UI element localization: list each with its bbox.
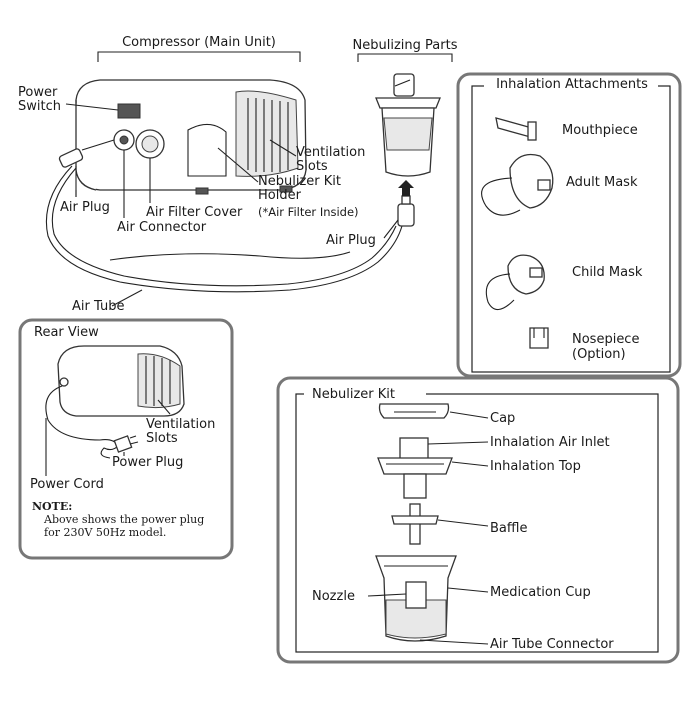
nebulizer-kit-title: Nebulizer Kit bbox=[312, 387, 395, 402]
rear-view-title: Rear View bbox=[34, 325, 99, 340]
inhalation-top-leader bbox=[451, 461, 489, 467]
compressor-main-unit bbox=[75, 79, 307, 195]
kit-holder-label-1: Nebulizer Kit bbox=[258, 174, 341, 189]
child-mask-label: Child Mask bbox=[572, 265, 643, 280]
medication-cup-leader bbox=[447, 587, 489, 593]
power-cord bbox=[45, 385, 101, 441]
air-plug-right-leader bbox=[383, 219, 399, 239]
nozzle-label: Nozzle bbox=[312, 589, 355, 604]
mouthpiece-label: Mouthpiece bbox=[562, 123, 638, 138]
child-mask-illustration bbox=[485, 254, 545, 311]
compressor-group: Compressor (Main Unit) Power Switch Air … bbox=[18, 35, 415, 314]
inhalation-attachments-panel: Inhalation Attachments Mouthpiece Adult … bbox=[456, 72, 682, 378]
inhalation-air-inlet-label: Inhalation Air Inlet bbox=[490, 435, 610, 450]
ventilation-label-1: Ventilation bbox=[296, 145, 365, 160]
air-plug-left-label: Air Plug bbox=[60, 200, 110, 215]
air-tube-label: Air Tube bbox=[72, 299, 124, 314]
baffle-leader bbox=[437, 519, 489, 527]
note-line-1: Above shows the power plug bbox=[43, 513, 204, 526]
kit-holder-leader bbox=[217, 147, 259, 183]
inhalation-top-illustration bbox=[377, 437, 453, 499]
nebulizing-parts-group: Nebulizing Parts bbox=[353, 38, 458, 196]
adult-mask-illustration bbox=[481, 153, 554, 216]
compressor-bracket bbox=[97, 51, 301, 62]
rear-unit-illustration bbox=[57, 345, 185, 417]
medication-cup-illustration bbox=[375, 555, 457, 642]
nozzle-leader bbox=[367, 593, 407, 597]
air-tube bbox=[45, 165, 403, 293]
compressor-label: Compressor (Main Unit) bbox=[122, 35, 276, 50]
air-tube-connector-leader bbox=[419, 639, 489, 645]
air-plug-right bbox=[397, 195, 415, 227]
note-heading: NOTE: bbox=[32, 500, 72, 513]
air-plug-left bbox=[58, 139, 115, 168]
air-plug-right-label: Air Plug bbox=[326, 233, 376, 248]
adult-mask-label: Adult Mask bbox=[566, 175, 638, 190]
kit-holder-label-2: Holder bbox=[258, 188, 302, 203]
air-filter-note: (*Air Filter Inside) bbox=[258, 205, 359, 219]
nosepiece-illustration bbox=[529, 327, 549, 349]
ventilation-panel bbox=[235, 90, 299, 177]
power-plug-illustration bbox=[113, 435, 139, 453]
air-connector-label: Air Connector bbox=[117, 220, 207, 235]
cap-illustration bbox=[378, 403, 450, 419]
rear-ventilation-label-2: Slots bbox=[146, 431, 178, 446]
mouthpiece-illustration bbox=[495, 117, 537, 141]
air-filter-cover-label: Air Filter Cover bbox=[146, 205, 243, 220]
ventilation-leader bbox=[269, 139, 297, 157]
baffle-label: Baffle bbox=[490, 521, 527, 536]
nebulizer-kit-holder bbox=[187, 123, 227, 177]
power-cord-label: Power Cord bbox=[30, 477, 104, 492]
air-tube-leader bbox=[111, 289, 143, 307]
nebulizing-parts-bracket bbox=[357, 53, 453, 62]
rear-ventilation-label-1: Ventilation bbox=[146, 417, 215, 432]
note-line-2: for 230V 50Hz model. bbox=[44, 526, 166, 539]
medication-cup-label: Medication Cup bbox=[490, 585, 591, 600]
inhalation-air-inlet-leader bbox=[427, 441, 489, 445]
assembled-nebulizer bbox=[375, 73, 441, 177]
rear-view-panel: Rear View Ventilation Slots Power Plug P… bbox=[18, 318, 234, 560]
switch-label: Switch bbox=[18, 99, 61, 114]
nebulizer-kit-panel: Nebulizer Kit Cap Inhalation Air Inlet I… bbox=[276, 376, 680, 664]
air-tube-connector-label: Air Tube Connector bbox=[490, 637, 614, 652]
nebulizing-parts-label: Nebulizing Parts bbox=[353, 38, 458, 53]
power-plug-label: Power Plug bbox=[112, 455, 183, 470]
cap-label: Cap bbox=[490, 411, 515, 426]
connect-arrow bbox=[398, 180, 414, 196]
nosepiece-label-1: Nosepiece bbox=[572, 332, 639, 347]
inhalation-top-label: Inhalation Top bbox=[490, 459, 581, 474]
cap-leader bbox=[449, 411, 489, 419]
inhalation-attachments-title: Inhalation Attachments bbox=[496, 77, 648, 92]
rear-ventilation-leader bbox=[157, 399, 171, 415]
baffle-illustration bbox=[391, 503, 439, 545]
power-label: Power bbox=[18, 85, 58, 100]
ventilation-label-2: Slots bbox=[296, 159, 328, 174]
power-switch[interactable] bbox=[117, 103, 141, 119]
nosepiece-label-2: (Option) bbox=[572, 347, 626, 362]
power-switch-leader bbox=[65, 103, 119, 111]
